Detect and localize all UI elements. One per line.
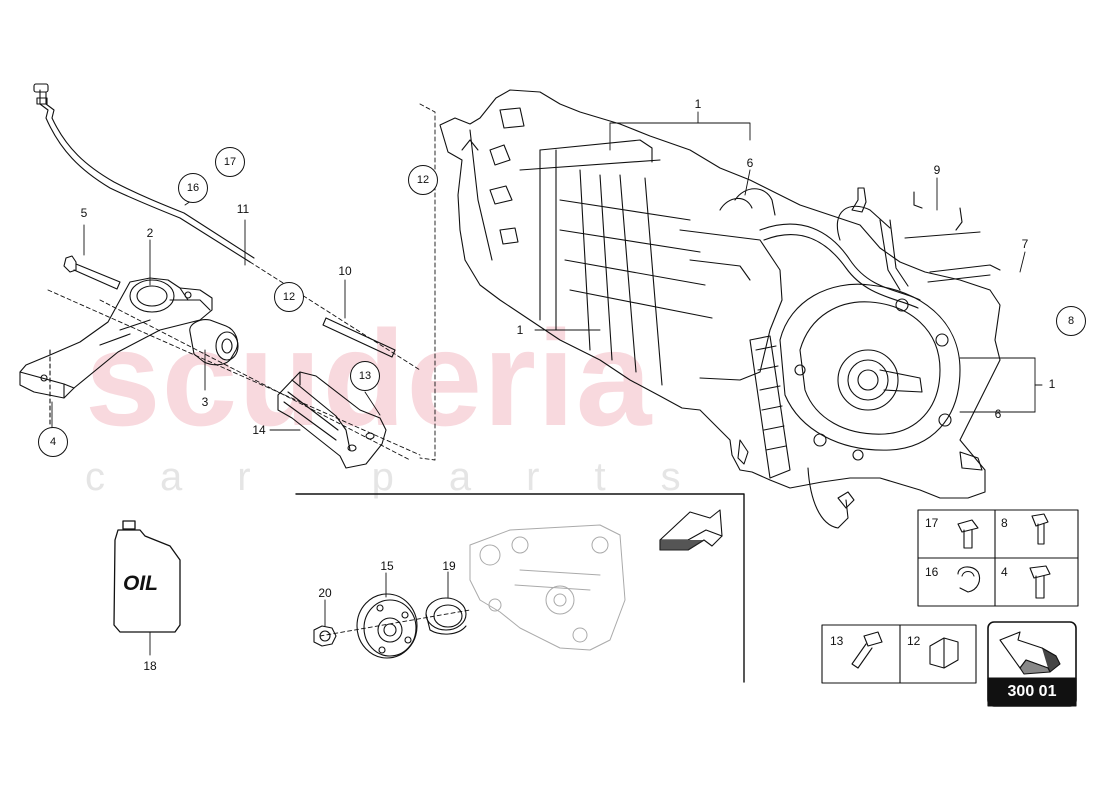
callout-5: 5 [80, 206, 88, 220]
callout-6: 6 [994, 407, 1002, 421]
gearbox-mount-bracket[interactable] [19, 277, 213, 399]
oil-label: OIL [123, 572, 158, 595]
circled-callout-8[interactable]: 8 [1056, 306, 1086, 336]
callout-11: 11 [236, 202, 250, 216]
circled-callout-16[interactable]: 16 [178, 173, 208, 203]
page-reference-label[interactable]: 300 01 [1007, 683, 1057, 700]
callout-9: 9 [933, 163, 941, 177]
callout-7: 7 [1021, 237, 1029, 251]
hardware-label-12: 12 [907, 634, 921, 648]
circled-callout-4[interactable]: 4 [38, 427, 68, 457]
bush-3[interactable] [189, 319, 239, 366]
bolt-5[interactable] [63, 255, 121, 290]
callout-1: 1 [516, 323, 524, 337]
hardware-label-13: 13 [830, 634, 844, 648]
callout-10: 10 [338, 264, 352, 278]
view-arrow-icon [659, 509, 723, 551]
hardware-table [821, 509, 1079, 684]
callout-15: 15 [380, 559, 394, 573]
gearbox-assembly[interactable] [439, 89, 1001, 529]
callout-14: 14 [252, 423, 266, 437]
callout-1: 1 [694, 97, 702, 111]
pin-10[interactable] [322, 317, 396, 358]
callout-2: 2 [146, 226, 154, 240]
hardware-label-8: 8 [1001, 516, 1008, 530]
gearbox-cover-faded [469, 524, 626, 651]
circled-callout-17[interactable]: 17 [215, 147, 245, 177]
dipstick-tube[interactable] [33, 83, 255, 263]
circled-callout-12[interactable]: 12 [408, 165, 438, 195]
callout-19: 19 [442, 559, 456, 573]
callout-6: 6 [746, 156, 754, 170]
callout-18: 18 [143, 659, 157, 673]
hardware-label-17: 17 [925, 516, 939, 530]
circled-callout-12[interactable]: 12 [274, 282, 304, 312]
nut-20[interactable] [313, 625, 337, 647]
oil-bottle-icon [113, 520, 181, 633]
callout-20: 20 [318, 586, 332, 600]
flange-15[interactable] [356, 593, 418, 659]
callout-3: 3 [201, 395, 209, 409]
page-reference-box[interactable] [987, 621, 1077, 707]
callout-1: 1 [1048, 377, 1056, 391]
hardware-label-4: 4 [1001, 565, 1008, 579]
hardware-label-16: 16 [925, 565, 939, 579]
seal-19[interactable] [425, 597, 467, 635]
circled-callout-13[interactable]: 13 [350, 361, 380, 391]
